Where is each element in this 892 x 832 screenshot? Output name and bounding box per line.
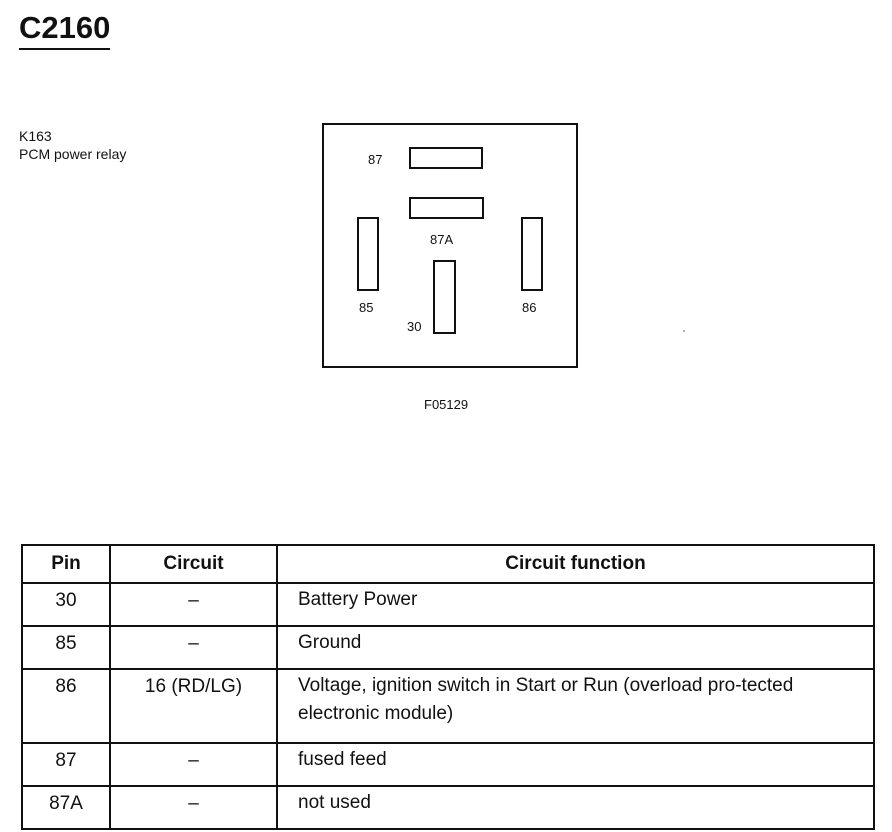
stray-dot: [683, 330, 685, 332]
relay-id: K163: [19, 128, 52, 144]
table-row: 85 – Ground: [21, 625, 875, 670]
cell-function: not used: [276, 785, 875, 830]
pin-86-label: 86: [522, 300, 537, 315]
connector-title: C2160: [19, 10, 111, 50]
cell-pin: 30: [21, 582, 111, 627]
pin-table: Pin Circuit Circuit function 30 – Batter…: [21, 544, 875, 830]
cell-pin: 86: [21, 668, 111, 744]
cell-function: Battery Power: [276, 582, 875, 627]
relay-housing: [322, 123, 578, 368]
cell-circuit: 16 (RD/LG): [109, 668, 278, 744]
cell-function: fused feed: [276, 742, 875, 787]
header-circuit: Circuit: [109, 544, 278, 584]
cell-pin: 87A: [21, 785, 111, 830]
cell-function: Voltage, ignition switch in Start or Run…: [276, 668, 875, 744]
pin-86-terminal: [521, 217, 543, 291]
cell-circuit: –: [109, 785, 278, 830]
pin-30-terminal: [433, 260, 456, 334]
pin-30-label: 30: [407, 319, 422, 334]
relay-connector-diagram: [322, 123, 685, 368]
cell-circuit: –: [109, 742, 278, 787]
table-header-row: Pin Circuit Circuit function: [21, 544, 875, 584]
pin-85-label: 85: [359, 300, 374, 315]
table-row: 86 16 (RD/LG) Voltage, ignition switch i…: [21, 668, 875, 744]
pin-87-terminal: [409, 147, 483, 169]
relay-label: K163 PCM power relay: [19, 127, 126, 163]
pin-87-label: 87: [368, 152, 383, 167]
cell-circuit: –: [109, 582, 278, 627]
cell-pin: 85: [21, 625, 111, 670]
figure-id: F05129: [424, 397, 469, 412]
relay-name: PCM power relay: [19, 146, 127, 162]
table-row: 87 – fused feed: [21, 742, 875, 787]
header-function: Circuit function: [276, 544, 875, 584]
pin-87a-terminal: [409, 197, 484, 219]
table-row: 87A – not used: [21, 785, 875, 830]
cell-function: Ground: [276, 625, 875, 670]
table-row: 30 – Battery Power: [21, 582, 875, 627]
cell-circuit: –: [109, 625, 278, 670]
cell-pin: 87: [21, 742, 111, 787]
pin-87a-label: 87A: [430, 232, 454, 247]
header-pin: Pin: [21, 544, 111, 584]
pin-85-terminal: [357, 217, 379, 291]
